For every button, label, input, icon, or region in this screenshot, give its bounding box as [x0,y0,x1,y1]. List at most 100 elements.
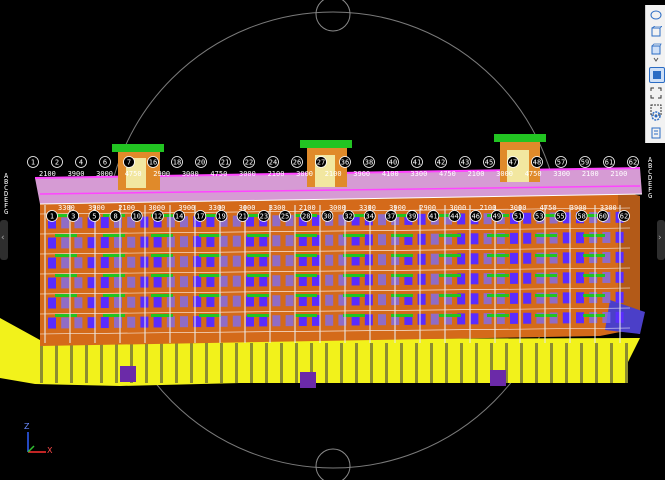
slab-edge [39,247,631,255]
balcony-railing [55,294,77,297]
window [483,293,492,305]
window [246,255,254,267]
axis-bubble-label: 36 [341,159,349,167]
pier [319,205,321,343]
podium-column [190,343,193,383]
axis-bubble-label: 62 [620,213,628,221]
window [259,255,268,267]
axis-bubble-label: 57 [557,159,565,167]
podium-column [565,343,568,383]
slab-edge [39,267,631,275]
window [87,217,96,229]
axis-bubble [512,210,524,222]
window [180,276,188,288]
orbit-handle-top [315,0,351,32]
axis-bubble [387,156,399,168]
axis-letter: D [4,190,8,198]
view-cube-icon[interactable] [649,25,663,39]
window [127,216,136,228]
window [87,237,96,249]
window [457,313,466,325]
coordinate-axes: X Z [18,422,58,462]
axis-bubble-label: 8 [113,213,117,221]
balcony-railing [487,294,509,297]
axis-bubble-label: 16 [149,159,157,167]
podium-column [340,343,343,383]
window [193,236,202,248]
pier [344,205,346,343]
window [536,312,545,324]
axis-bubble [195,156,207,168]
window [417,213,426,225]
iso-view-icon[interactable] [649,67,665,83]
slab-edge [39,227,631,235]
window [444,293,452,305]
window [48,277,56,289]
balcony-railing [103,234,125,237]
window [536,272,545,284]
axis-letter: C [648,168,652,176]
window [496,253,505,265]
axis-bubble [88,210,101,222]
window [180,236,188,248]
window [285,255,294,267]
window [272,315,281,327]
layers-icon[interactable] [649,126,663,140]
axis-bubble-label: 30 [323,213,331,221]
stair-tower-2 [300,140,352,187]
window [404,293,413,305]
left-panel-toggle[interactable]: ‹ [0,220,8,260]
window [444,253,452,265]
axis-bubble-label: 49 [493,213,501,221]
axis-bubble [579,156,591,168]
dimension-label: 3000 [329,204,346,212]
axis-bubble [75,156,87,168]
window [417,253,426,265]
axis-letter: G [648,192,652,200]
window [312,314,320,326]
window [206,315,215,327]
axis-letter: D [648,174,652,182]
balcony-railing [103,294,125,297]
balcony-railing [199,314,221,317]
balcony-railing [103,254,125,257]
window [589,252,598,264]
axis-bubble [291,156,303,168]
chevron-right-icon: › [658,233,662,243]
dimension-label: 3900 [68,170,85,178]
settings-icon[interactable] [649,109,663,123]
chevron-down-icon[interactable] [649,57,663,63]
dimension-label: 3000 [148,204,165,212]
window [589,292,598,304]
window [364,294,373,306]
balcony-railing [391,274,413,277]
window [483,213,492,225]
podium-column [490,343,493,383]
axis-bubble [411,156,423,168]
axis-bubble [147,156,159,168]
window [338,254,347,266]
window [457,213,466,225]
podium-column [475,343,478,383]
window [404,313,413,325]
orbit-icon[interactable] [649,8,663,22]
full-extent-icon[interactable] [649,86,663,100]
window [536,232,545,244]
front-view-icon[interactable] [649,42,663,56]
axis-letter: G [4,208,8,216]
window [444,273,452,285]
axis-bubble-label: 45 [485,159,493,167]
dimension-label: 3300 [410,170,427,178]
axis-bubble [257,210,270,222]
dimension-label: 3300 [269,204,286,212]
podium-column [430,343,433,383]
window [589,212,598,224]
podium-column [100,343,103,383]
axis-bubble [427,210,440,222]
dimension-label: 2100 [325,170,342,178]
axis-bubble [194,210,207,222]
window [562,272,571,284]
window [457,233,466,245]
right-panel-toggle[interactable]: › [657,220,665,260]
